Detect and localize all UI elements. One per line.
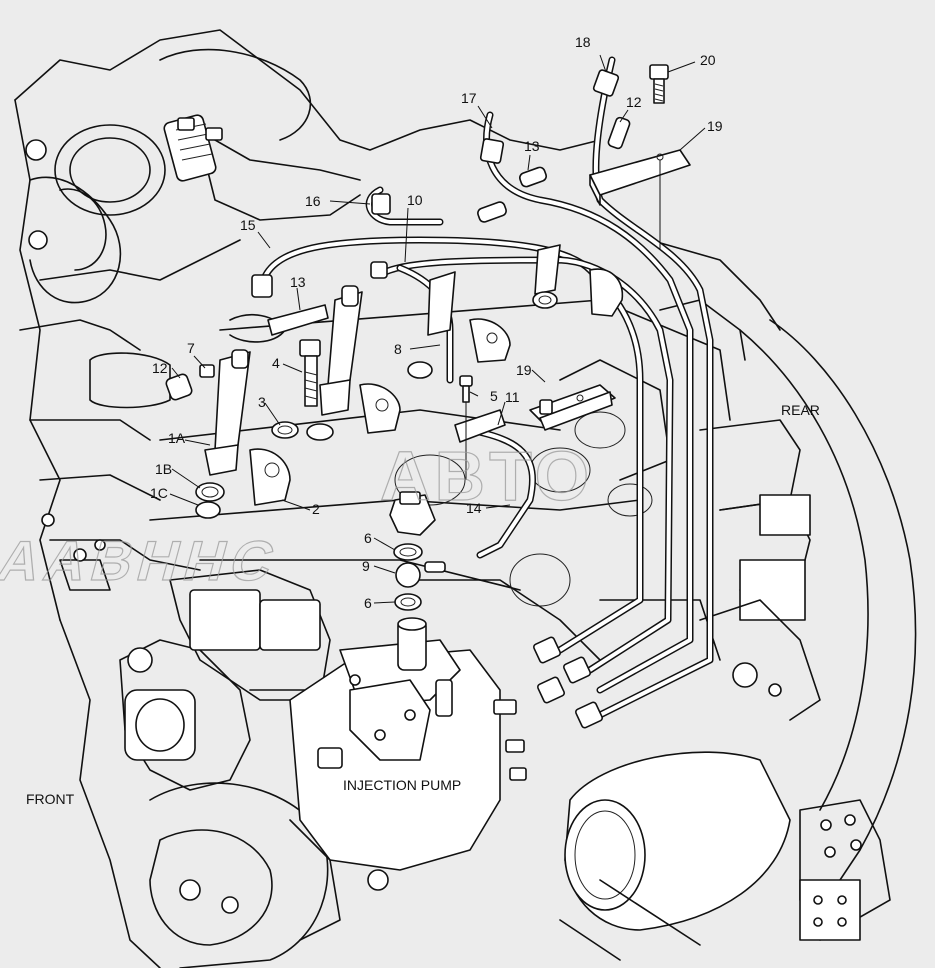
engine-block-outline [14, 29, 917, 968]
callout-5: 5 [490, 388, 498, 404]
bolts [165, 64, 669, 415]
injection-pump-label-bg [336, 772, 496, 796]
callout-2: 2 [312, 501, 320, 517]
pipe-clamps [454, 149, 691, 443]
watermark-line-2: AABHHC [0, 530, 287, 593]
callout-13: 13 [290, 274, 306, 290]
callout-1C: 1C [150, 485, 168, 501]
callout-12: 12 [152, 360, 168, 376]
callout-6: 6 [364, 595, 372, 611]
injectors [195, 244, 624, 519]
delivery-valve-parts [389, 491, 446, 611]
callout-20: 20 [700, 52, 716, 68]
watermark: ABTO AABHHC [0, 436, 593, 593]
callout-leaders [169, 54, 706, 604]
callout-15: 15 [240, 217, 256, 233]
callout-17: 17 [461, 90, 477, 106]
callout-6: 6 [364, 530, 372, 546]
callout-10: 10 [407, 192, 423, 208]
callout-19: 19 [516, 362, 532, 378]
callout-14: 14 [466, 500, 482, 516]
callout-9: 9 [362, 558, 370, 574]
callout-7: 7 [187, 340, 195, 356]
label-front: FRONT [26, 791, 75, 807]
label-rear: REAR [781, 402, 820, 418]
callout-4: 4 [272, 355, 280, 371]
callout-16: 16 [305, 193, 321, 209]
callout-1B: 1B [155, 461, 172, 477]
callout-numbers: 18 20 17 12 19 13 16 10 15 13 7 12 4 8 1… [150, 34, 723, 611]
callout-11: 11 [505, 389, 520, 405]
callout-8: 8 [394, 341, 402, 357]
watermark-line-1: ABTO [380, 437, 593, 515]
callout-1A: 1A [168, 430, 186, 446]
label-injection-pump: INJECTION PUMP [343, 777, 461, 793]
callout-12: 12 [626, 94, 642, 110]
callout-18: 18 [575, 34, 591, 50]
callout-13: 13 [524, 138, 540, 154]
injection-pump [289, 617, 527, 941]
callout-19: 19 [707, 118, 723, 134]
callout-3: 3 [258, 394, 266, 410]
